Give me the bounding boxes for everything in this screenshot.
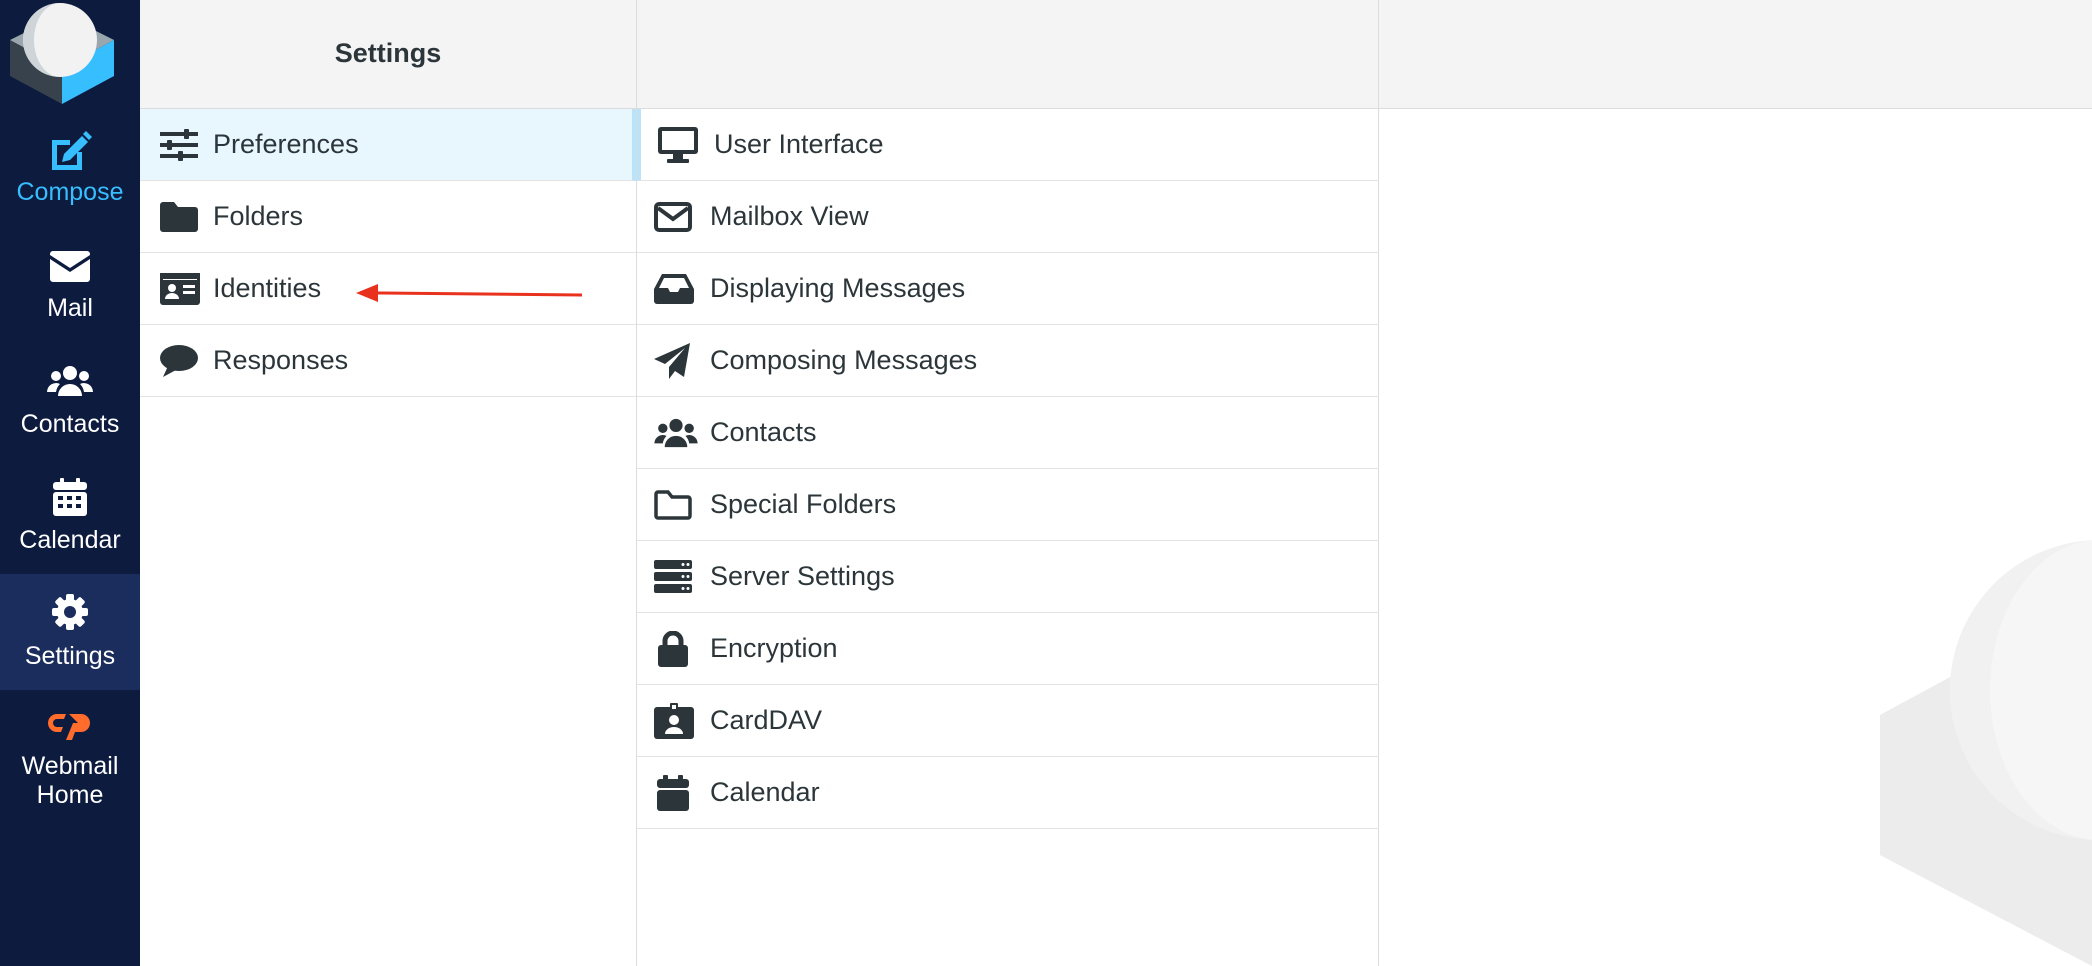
webmail-home-label-line1: Webmail [21, 752, 119, 780]
pref-label: Contacts [710, 417, 817, 447]
lock-icon [658, 630, 688, 667]
contacts-label: Contacts [20, 410, 120, 438]
pref-composing-messages[interactable]: Composing Messages [637, 325, 1378, 397]
pref-label: Composing Messages [710, 345, 978, 375]
sliders-icon [160, 128, 198, 161]
speech-bubble-icon [160, 344, 198, 377]
pref-label: Encryption [710, 633, 838, 663]
pref-label: Special Folders [710, 489, 897, 519]
pref-special-folders[interactable]: Special Folders [637, 469, 1378, 541]
pref-encryption[interactable]: Encryption [637, 613, 1378, 685]
section-responses[interactable]: Responses [140, 325, 636, 397]
compose-label: Compose [16, 178, 124, 206]
section-preferences[interactable]: Preferences [140, 109, 636, 181]
pref-calendar[interactable]: Calendar [637, 757, 1378, 829]
folder-outline-icon [654, 489, 692, 520]
webmail-home-label-line2: Home [36, 781, 104, 809]
pref-mailbox-view[interactable]: Mailbox View [637, 181, 1378, 253]
pref-label: User Interface [714, 129, 884, 159]
page-title: Settings [334, 38, 442, 68]
folder-icon [160, 201, 198, 232]
compose-button[interactable]: Compose [0, 116, 140, 232]
section-label: Identities [213, 273, 322, 303]
column-divider [636, 0, 637, 966]
contact-badge-icon [654, 702, 694, 739]
calendar-icon [53, 478, 87, 516]
calendar-icon [657, 774, 689, 811]
section-folders[interactable]: Folders [140, 181, 636, 253]
pref-user-interface[interactable]: User Interface [637, 109, 1378, 181]
gear-icon [52, 594, 88, 630]
calendar-button[interactable]: Calendar [0, 464, 140, 580]
roundcube-logo[interactable] [0, 0, 140, 115]
pref-displaying-messages[interactable]: Displaying Messages [637, 253, 1378, 325]
envelope-icon [50, 250, 90, 282]
server-icon [654, 559, 692, 594]
pref-label: Displaying Messages [710, 273, 966, 303]
pref-label: Mailbox View [710, 201, 869, 231]
section-label: Folders [213, 201, 304, 231]
column-divider [1378, 0, 1379, 966]
paper-plane-icon [654, 342, 690, 379]
section-label: Responses [213, 345, 349, 375]
pref-label: Calendar [710, 777, 820, 807]
section-identities[interactable]: Identities [140, 253, 636, 325]
section-label: Preferences [213, 129, 359, 159]
logo-watermark-icon [1880, 540, 2092, 966]
calendar-label: Calendar [19, 526, 121, 554]
envelope-outline-icon [654, 201, 692, 232]
id-card-icon [160, 272, 200, 305]
inbox-tray-icon [654, 273, 694, 304]
pref-server-settings[interactable]: Server Settings [637, 541, 1378, 613]
mail-button[interactable]: Mail [0, 232, 140, 348]
main-navigation: Compose Mail Contacts [0, 0, 140, 966]
settings-button[interactable]: Settings [0, 574, 140, 690]
compose-icon [48, 130, 92, 172]
pref-label: CardDAV [710, 705, 823, 735]
monitor-icon [658, 126, 698, 163]
header-bar [140, 0, 2092, 109]
cpanel-icon [46, 710, 94, 740]
pref-carddav[interactable]: CardDAV [637, 685, 1378, 757]
settings-label: Settings [24, 642, 116, 670]
webmail-home-button[interactable]: Webmail Home [0, 700, 140, 820]
users-icon [47, 364, 93, 398]
pref-contacts[interactable]: Contacts [637, 397, 1378, 469]
pref-label: Server Settings [710, 561, 895, 591]
mail-label: Mail [47, 294, 93, 322]
contacts-button[interactable]: Contacts [0, 348, 140, 464]
users-icon [654, 417, 698, 449]
